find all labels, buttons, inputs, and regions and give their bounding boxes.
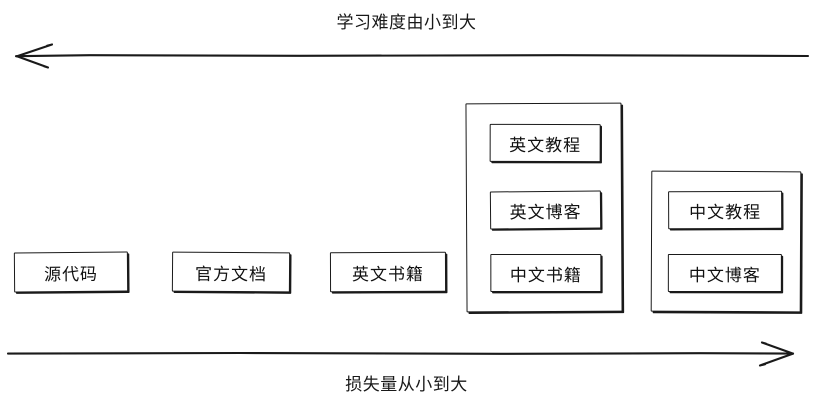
top-axis-label: 学习难度由小到大 [336,13,477,32]
node-official-docs[interactable]: 官方文档 [171,251,291,293]
chinese-resources-group[interactable]: 中文教程 中文博客 [650,170,802,313]
node-chinese-tutorial[interactable]: 中文教程 [668,190,783,230]
node-chinese-blog[interactable]: 中文博客 [667,253,782,293]
bottom-axis-arrow [6,341,795,367]
node-chinese-books[interactable]: 中文书籍 [490,253,602,293]
node-english-blog[interactable]: 英文博客 [489,190,602,230]
node-source-code[interactable]: 源代码 [13,251,129,293]
bottom-axis-label: 损失量从小到大 [345,375,468,394]
english-resources-group[interactable]: 英文教程 英文博客 中文书籍 [465,102,623,313]
top-axis-arrow [14,43,810,69]
node-english-books[interactable]: 英文书籍 [329,251,447,293]
node-english-tutorial[interactable]: 英文教程 [489,123,601,163]
